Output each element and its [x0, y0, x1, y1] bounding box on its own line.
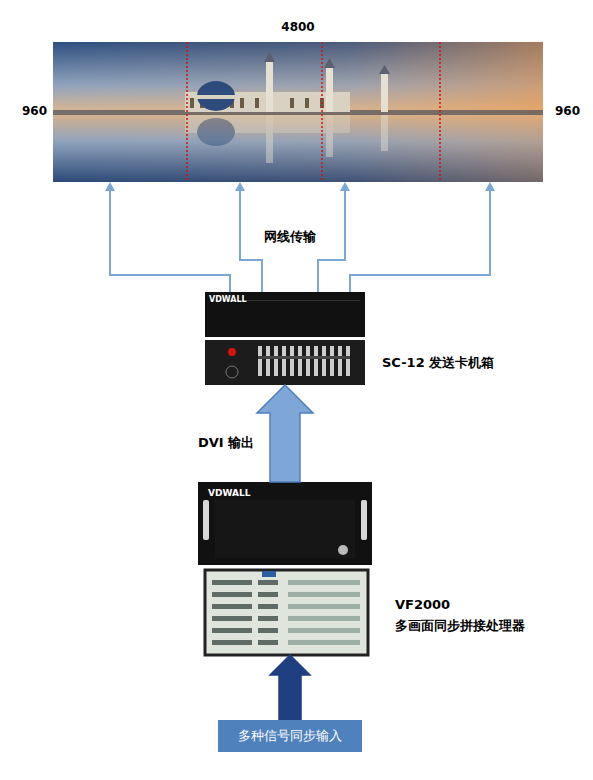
- edge-label: DVI 输出: [196, 434, 256, 452]
- dimension: 4800: [53, 20, 543, 34]
- mosque-photo: [53, 42, 543, 182]
- device-label: VF2000 多画面同步拼接处理器: [395, 594, 545, 636]
- edge-label: 网线传输: [262, 228, 318, 246]
- dimension: 960: [555, 104, 593, 118]
- brand-logo: VDWALL: [208, 488, 250, 498]
- device-label: SC-12 发送卡机箱: [382, 354, 494, 372]
- sc12-chassis: [205, 292, 365, 385]
- dimension: 960: [7, 104, 47, 118]
- vf2000-chassis: [198, 482, 372, 655]
- led-screen: 4800960960: [53, 42, 543, 182]
- processor: VDWALLVF2000 多画面同步拼接处理器: [198, 482, 372, 655]
- input-box: 多种信号同步输入: [218, 720, 362, 752]
- sender-box: VDWALLSC-12 发送卡机箱: [205, 292, 365, 385]
- cable-line: [318, 182, 350, 292]
- signal-arrow: [257, 385, 313, 482]
- input-label: 多种信号同步输入: [218, 720, 362, 752]
- signal-arrow: [270, 655, 310, 720]
- cable-line: [350, 182, 495, 292]
- cable-line: [235, 182, 262, 292]
- cable-line: [105, 182, 230, 292]
- brand-logo: VDWALL: [209, 295, 247, 304]
